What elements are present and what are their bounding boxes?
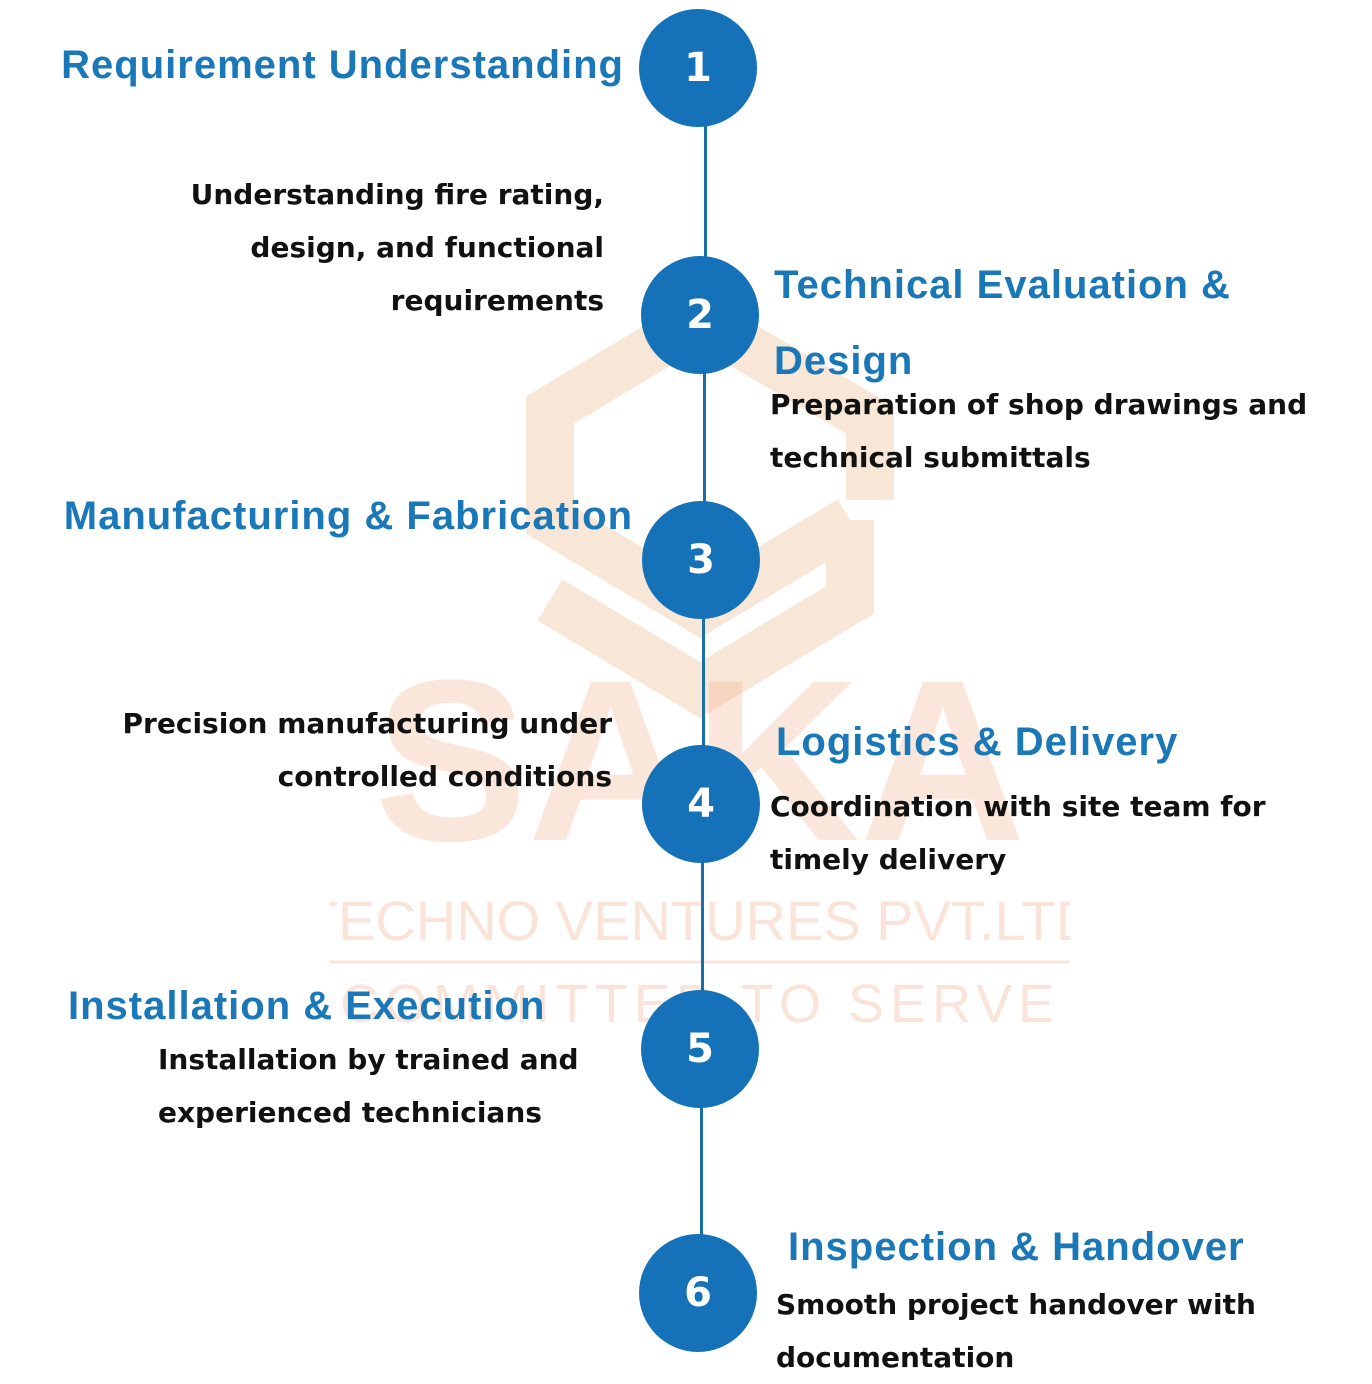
step-6-circle: 6 bbox=[639, 1234, 757, 1352]
step-3-title: Manufacturing & Fabrication bbox=[63, 494, 633, 538]
step-2-title: Technical Evaluation & Design bbox=[774, 263, 1231, 383]
step-2-description: Preparation of shop drawings and technic… bbox=[770, 388, 1308, 474]
step-1-description: Understanding fire rating, design, and f… bbox=[190, 178, 604, 317]
step-2-circle: 2 bbox=[641, 256, 759, 374]
connector-line-4-5 bbox=[701, 860, 704, 1000]
connector-line-3-4 bbox=[702, 615, 705, 755]
step-1-circle: 1 bbox=[639, 9, 757, 127]
step-5-description: Installation by trained and experienced … bbox=[158, 1043, 579, 1129]
step-1-title: Requirement Understanding bbox=[61, 43, 624, 87]
watermark-company: TECHNO VENTURES PVT.LTD bbox=[330, 889, 1070, 952]
step-6-title: Inspection & Handover bbox=[788, 1225, 1245, 1269]
step-3-description: Precision manufacturing under controlled… bbox=[122, 707, 612, 793]
connector-line-1-2 bbox=[704, 120, 707, 270]
connector-line-2-3 bbox=[703, 370, 706, 510]
step-4-title: Logistics & Delivery bbox=[776, 720, 1179, 764]
connector-line-5-6 bbox=[700, 1105, 703, 1245]
step-5-circle: 5 bbox=[641, 990, 759, 1108]
step-4-description: Coordination with site team for timely d… bbox=[770, 790, 1266, 876]
step-6-description: Smooth project handover with documentati… bbox=[776, 1288, 1256, 1374]
step-3-circle: 3 bbox=[642, 501, 760, 619]
step-5-title: Installation & Execution bbox=[68, 984, 546, 1028]
step-4-circle: 4 bbox=[642, 745, 760, 863]
